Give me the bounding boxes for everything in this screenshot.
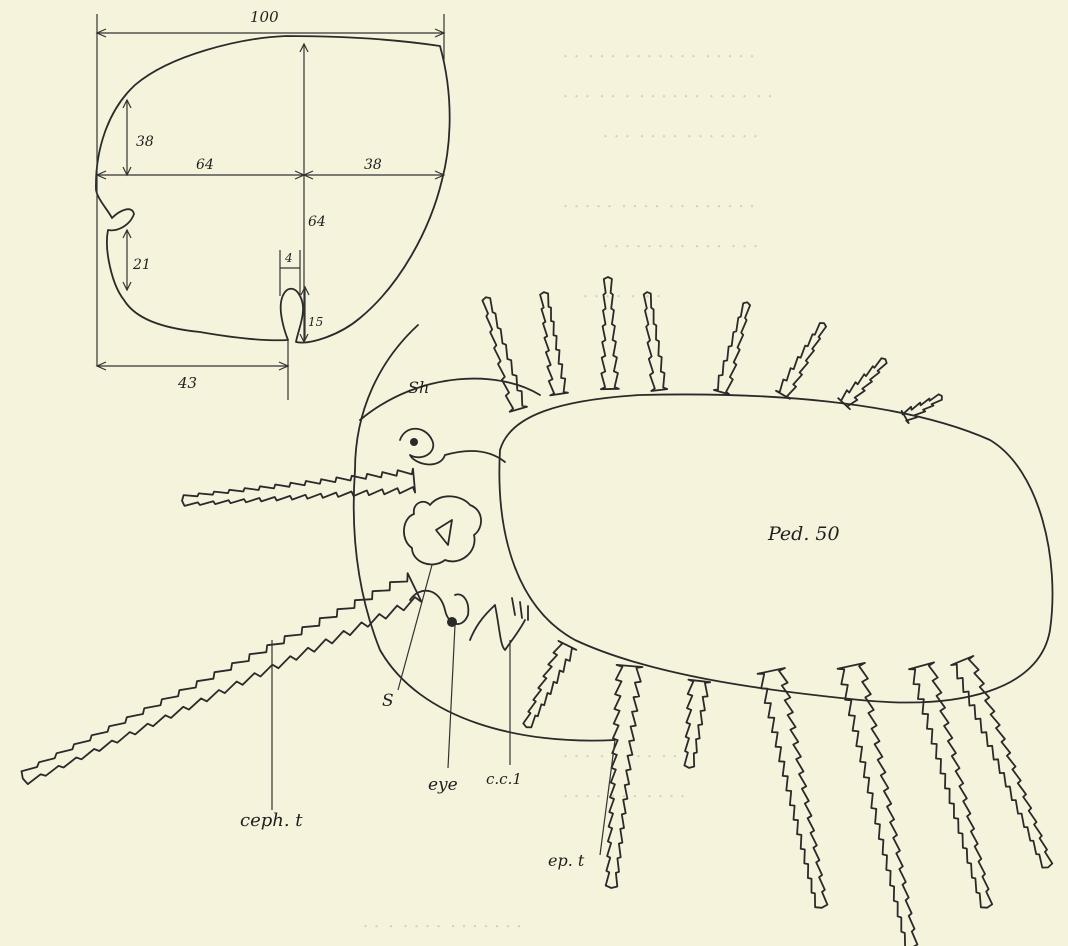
animal-figure: Sh Ped. 50 S ceph. t eye c.c.1 ep. t <box>22 277 1053 946</box>
label-ccl: c.c.1 <box>486 770 522 788</box>
bleed-through-text: ・・ ・・・ ・・・・・・・ ・・・・・ ・・・ ・・ ・ ・・・・・・ ・・・… <box>360 50 775 933</box>
leg-1 <box>523 641 576 728</box>
sensory-organ-core <box>436 520 452 545</box>
head-spot <box>410 438 418 446</box>
svg-text:・・ ・ ・・・・ ・・・・・・・: ・・ ・ ・・・・ ・・・・・・・ <box>360 920 525 933</box>
svg-text:・・・ ・・ ・・・ ・・: ・・・ ・・ ・・・ ・・ <box>560 750 681 763</box>
label-ped: Ped. 50 <box>767 523 840 545</box>
legs <box>22 277 1053 946</box>
leg-7 <box>951 656 1052 868</box>
svg-text:・・・・・ ・・・・ ・・ ・・・・・・: ・・・・・ ・・・・ ・・ ・・・・・・ <box>560 200 758 213</box>
dorsal-process-7 <box>838 358 887 409</box>
dorsal-process-1 <box>482 297 527 412</box>
dim-left-width: 64 <box>196 157 214 173</box>
dimension-lines <box>97 14 444 400</box>
dim-notch-depth: 15 <box>308 315 323 329</box>
label-eye: eye <box>428 775 458 795</box>
label-ceph-t: ceph. t <box>240 810 303 831</box>
label-sh: Sh <box>408 378 429 397</box>
ccl-structure <box>470 598 528 650</box>
pointer-lines <box>272 565 615 855</box>
tentacle-lower <box>22 573 422 784</box>
outline-figure: 100 38 64 38 64 21 4 15 43 <box>96 8 450 400</box>
leg-3 <box>684 680 710 768</box>
dim-upper-left-height: 38 <box>136 134 154 150</box>
pedicel-body <box>499 394 1052 702</box>
svg-text:・・・・・・・・ ・・・ ・・・: ・・・・・・・・ ・・・ ・・・ <box>600 240 761 253</box>
dim-right-width: 38 <box>364 157 382 173</box>
shield-arc <box>355 325 418 470</box>
dorsal-process-2 <box>540 292 568 395</box>
svg-text:・・・ ・・ ・ ・・・・・・ ・・・・ ・・: ・・・ ・・ ・ ・・・・・・ ・・・・ ・・ <box>560 90 775 103</box>
svg-text:・・ ・・・ ・・・・・・・ ・・・・・: ・・ ・・・ ・・・・・・・ ・・・・・ <box>560 50 758 63</box>
dim-center-height: 64 <box>308 214 326 230</box>
head-lobe <box>400 429 505 465</box>
svg-text:・・・ ・・・・ ・・・・・・・: ・・・ ・・・・ ・・・・・・・ <box>600 130 761 143</box>
leg-2 <box>606 665 643 888</box>
dorsal-process-6 <box>776 323 826 399</box>
dorsal-process-8 <box>902 394 942 423</box>
cephalic-shield <box>354 379 615 741</box>
dorsal-process-4 <box>644 292 668 391</box>
sensory-organ <box>404 496 481 564</box>
leg-5 <box>838 663 918 946</box>
dim-base-left: 43 <box>177 374 197 392</box>
dim-notch-width: 4 <box>284 251 293 265</box>
dim-lower-left-height: 21 <box>132 257 151 273</box>
dorsal-process-5 <box>714 302 750 394</box>
label-ep-t: ep. t <box>548 851 585 870</box>
dim-total-width: 100 <box>250 8 279 26</box>
outline-contour <box>96 36 450 343</box>
leg-4 <box>758 668 828 908</box>
tentacle-upper <box>182 469 415 506</box>
label-s: S <box>382 691 394 711</box>
